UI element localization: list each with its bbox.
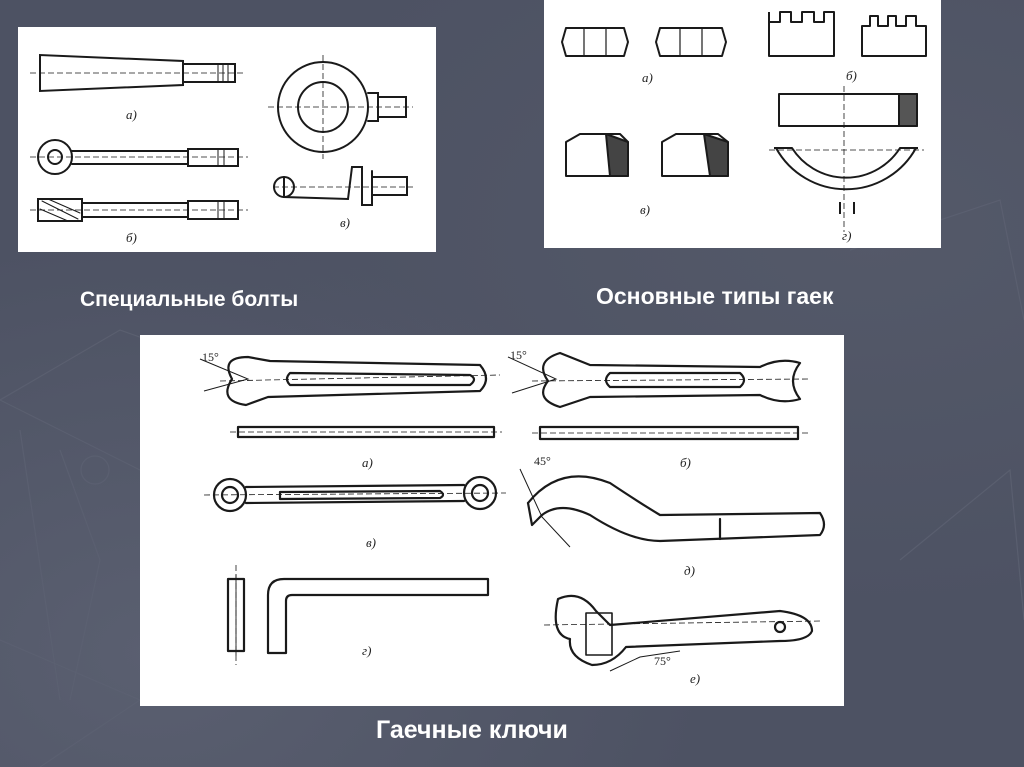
angle-label-a: 15° (202, 350, 219, 364)
wrench-label-b: б) (680, 455, 691, 470)
wrench-label-v: в) (366, 535, 376, 550)
wrench-label-e: е) (690, 671, 700, 686)
nut-label-g: г) (842, 228, 851, 243)
angle-label-d: 45° (534, 454, 551, 468)
nuts-figure: а) б) в) г) (544, 0, 941, 248)
wrench-label-a: а) (362, 455, 373, 470)
bolt-label-a: а) (126, 107, 137, 122)
nuts-caption: Основные типы гаек (596, 283, 834, 309)
bolt-label-v: в) (340, 215, 350, 230)
nut-label-b: б) (846, 68, 857, 83)
wrenches-caption: Гаечные ключи (376, 716, 568, 744)
bolts-caption: Специальные болты (80, 288, 299, 311)
wrench-label-d: д) (684, 563, 695, 578)
angle-label-b: 15° (510, 348, 527, 362)
wrenches-drawing: 15° 15° 45° 75° а) б) в) г) д) е) (199, 348, 826, 686)
nuts-drawing: а) б) в) г) (561, 11, 927, 243)
bolts-figure: а) б) в) (18, 27, 436, 252)
bolts-drawing: а) б) в) (30, 53, 413, 245)
wrench-label-g: г) (362, 643, 371, 658)
nut-label-v: в) (640, 202, 650, 217)
bolt-label-b: б) (126, 230, 137, 245)
wrenches-figure: 15° 15° 45° 75° а) б) в) г) д) е) (140, 335, 844, 706)
nut-label-a: а) (642, 70, 653, 85)
angle-label-e: 75° (654, 654, 671, 668)
